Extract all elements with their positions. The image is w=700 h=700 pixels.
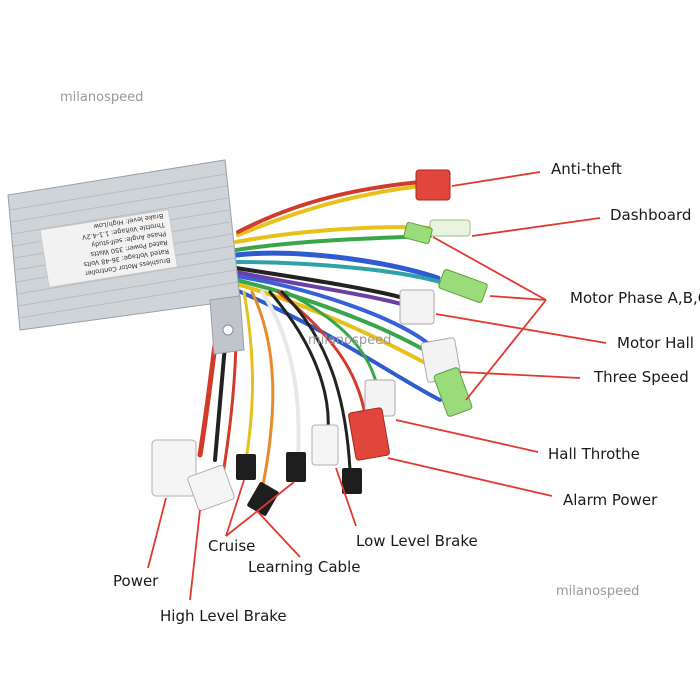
mounting-hole (222, 324, 234, 336)
leader-dashboard (471, 217, 601, 237)
cruise-connector-2 (286, 452, 306, 482)
low-brake-connector-black (342, 468, 362, 494)
leader-low-level-brake (335, 467, 357, 527)
leader-motor-hall (435, 313, 607, 344)
leader-high-level-brake (189, 509, 201, 601)
wire-blue-2 (234, 274, 432, 347)
label-anti-theft: Anti-theft (551, 160, 622, 178)
label-motor-hall: Motor Hall (617, 334, 694, 352)
label-alarm-power: Alarm Power (563, 491, 658, 509)
phase-connector-b (438, 269, 488, 303)
alarm-power-connector (348, 407, 390, 461)
wire-orange (250, 290, 275, 492)
wire-bundle (197, 180, 452, 492)
label-low-level-brake: Low Level Brake (356, 532, 478, 550)
anti-theft-connector (415, 169, 451, 201)
watermark-top: milanospeed (60, 90, 144, 105)
cruise-connector-1 (236, 454, 256, 480)
leader-lines (147, 171, 607, 601)
label-dashboard: Dashboard (610, 206, 692, 224)
wire-blue-1 (233, 250, 441, 281)
leader-motor-phase-c (465, 299, 547, 401)
wire-yellow-cruise (242, 290, 254, 462)
wire-white (260, 290, 301, 462)
wire-purple (234, 270, 407, 307)
motor-hall-connector (399, 289, 435, 325)
leader-alarm-power (387, 457, 553, 497)
label-learning-cable: Learning Cable (248, 558, 361, 576)
leader-cruise-2 (225, 481, 295, 537)
phase-connector-a (403, 221, 433, 245)
leader-learning-cable (257, 511, 301, 558)
wire-green-3 (284, 290, 380, 392)
dashboard-connector (429, 219, 471, 237)
wire-yellow-top (236, 184, 422, 237)
leader-cruise-1 (225, 479, 245, 537)
label-motor-phase: Motor Phase A,B,C (570, 289, 700, 307)
high-level-brake-connector (187, 464, 235, 512)
controller-box: Brushless Motor Controller Rated Voltage… (7, 159, 245, 355)
connectors (151, 169, 488, 516)
wire-black-2 (268, 290, 330, 432)
leader-motor-phase-b (489, 295, 547, 301)
label-hall-throttle: Hall Throthe (548, 445, 640, 463)
label-cruise: Cruise (208, 537, 256, 555)
phase-connector-c (433, 367, 473, 417)
low-brake-connector-white (311, 424, 339, 466)
leader-motor-phase-a (432, 236, 547, 301)
watermark-center: milanospeed (308, 333, 392, 348)
leader-anti-theft (451, 171, 541, 187)
wire-teal (234, 260, 442, 284)
learning-cable-connector (247, 482, 279, 516)
wire-red-top (236, 180, 422, 234)
wire-black-3 (280, 290, 352, 472)
leader-hall-throttle (395, 419, 539, 453)
power-connector (151, 439, 197, 497)
wire-black-1 (234, 266, 412, 302)
leader-three-speed (459, 371, 581, 379)
watermark-bottom: milanospeed (556, 584, 640, 599)
label-high-level-brake: High Level Brake (160, 607, 287, 625)
label-three-speed: Three Speed (594, 368, 689, 386)
label-power: Power (113, 572, 159, 590)
leader-power (147, 497, 167, 569)
